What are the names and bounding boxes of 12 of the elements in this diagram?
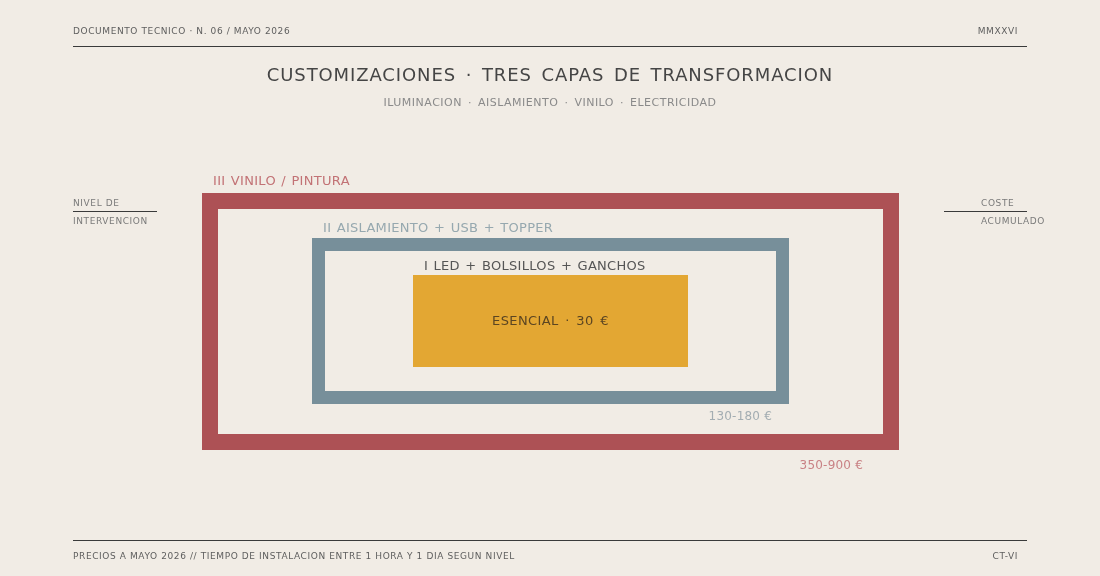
layer-heading: II AISLAMIENTO + USB + TOPPER [323,220,554,236]
header-note: DOCUMENTO TECNICO · N. 06 / MAYO 2026 [73,25,291,37]
layer-heading: III VINILO / PINTURA [213,173,350,189]
subtitle: ILUMINACION · AISLAMIENTO · VINILO · ELECTRICIDAD [383,96,717,110]
footer-note: CT-VI [992,550,1018,562]
layer-heading: I LED + BOLSILLOS + GANCHOS [424,258,646,274]
diagram-title: CUSTOMIZACIONES · TRES CAPAS DE TRANSFORMACION [266,63,834,87]
tier-price: ESENCIAL · 30 € [492,313,609,329]
footer-note: PRECIOS A MAYO 2026 // TIEMPO DE INSTALACION ENTRE 1 HORA Y 1 DIA SEGUN NIVEL [73,550,515,562]
header-note: MMXXVI [977,25,1018,37]
cost-label: 130-180 € [708,409,772,423]
cost-label: 350-900 € [799,458,863,472]
